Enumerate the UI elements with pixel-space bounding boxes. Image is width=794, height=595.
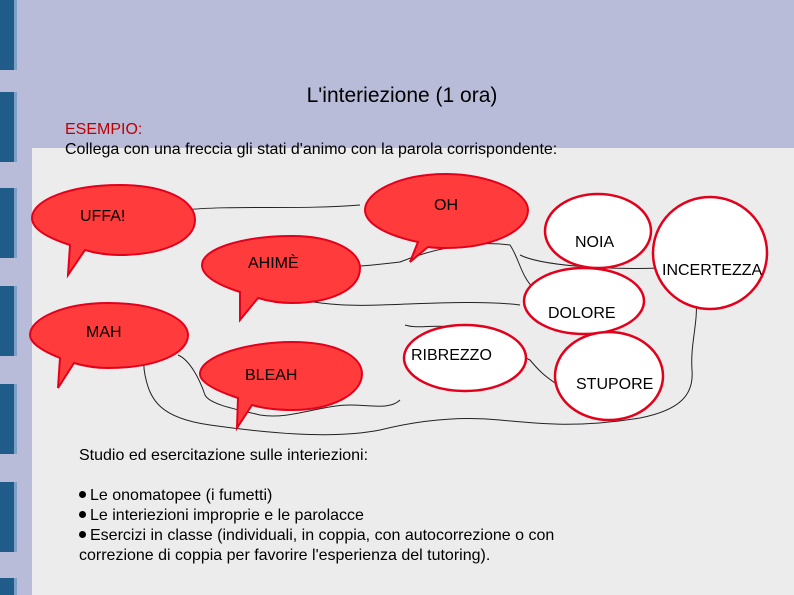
instruction-text: Collega con una freccia gli stati d'anim… — [65, 141, 558, 158]
connector-line — [519, 254, 661, 269]
bubble-oh — [363, 172, 530, 263]
bubble-uffa — [30, 183, 197, 279]
ellipse-stupore — [553, 330, 665, 422]
ellipse-label-ribrezzo[interactable]: RIBREZZO — [411, 347, 492, 364]
speech-bubbles — [28, 172, 530, 432]
connector-lines — [143, 204, 697, 436]
ellipse-label-incertezza[interactable]: INCERTEZZA — [662, 262, 763, 279]
ellipse-incertezza — [651, 195, 769, 311]
list-item: Le interiezioni improprie e le parolacce — [79, 506, 554, 526]
bullet-text: Esercizi in classe (individuali, in copp… — [90, 527, 555, 544]
list-item: Le onomatopee (i fumetti) — [79, 486, 554, 506]
bullet-list: Le onomatopee (i fumetti) Le interiezion… — [79, 486, 554, 566]
ellipse-label-noia[interactable]: NOIA — [575, 234, 615, 251]
side-tab — [0, 384, 17, 454]
side-tab — [0, 0, 17, 70]
ellipse-label-stupore[interactable]: STUPORE — [576, 376, 654, 393]
bullet-icon — [79, 491, 86, 499]
side-tab — [0, 482, 17, 552]
bubble-label-ahime[interactable]: AHIMÈ — [248, 255, 299, 272]
ellipse-dolore — [522, 266, 646, 336]
bullet-text: Le onomatopee (i fumetti) — [90, 487, 273, 504]
side-tab — [0, 578, 17, 595]
study-heading: Studio ed esercitazione sulle interiezio… — [79, 447, 369, 464]
connector-line — [299, 299, 521, 306]
side-tab — [0, 286, 17, 356]
example-label: ESEMPIO: — [65, 121, 143, 138]
bullet-icon — [79, 531, 86, 539]
side-tab — [0, 188, 17, 258]
bubble-label-mah[interactable]: MAH — [86, 324, 122, 341]
header-band — [0, 0, 794, 148]
bubble-bleah — [198, 340, 364, 432]
bullet-text: Le interiezioni improprie e le parolacce — [90, 507, 364, 524]
list-item: Esercizi in classe (individuali, in copp… — [79, 526, 554, 546]
page-title: L'interiezione (1 ora) — [306, 84, 498, 107]
ellipse-ribrezzo — [402, 323, 528, 393]
mood-ellipses — [402, 192, 769, 422]
connector-line — [184, 204, 361, 211]
ellipse-noia — [543, 192, 653, 270]
bubble-ahime — [200, 234, 362, 323]
bubble-label-bleah[interactable]: BLEAH — [245, 367, 298, 384]
bubble-mah — [28, 301, 190, 389]
list-item-continuation: correzione di coppia per favorire l'espe… — [79, 547, 491, 564]
connector-line — [177, 354, 401, 417]
ellipse-label-dolore[interactable]: DOLORE — [548, 305, 616, 322]
bubble-label-oh[interactable]: OH — [434, 197, 458, 214]
bubble-label-uffa[interactable]: UFFA! — [80, 208, 126, 225]
connector-line — [143, 291, 697, 436]
side-tab — [0, 92, 17, 162]
bullet-icon — [79, 511, 86, 519]
